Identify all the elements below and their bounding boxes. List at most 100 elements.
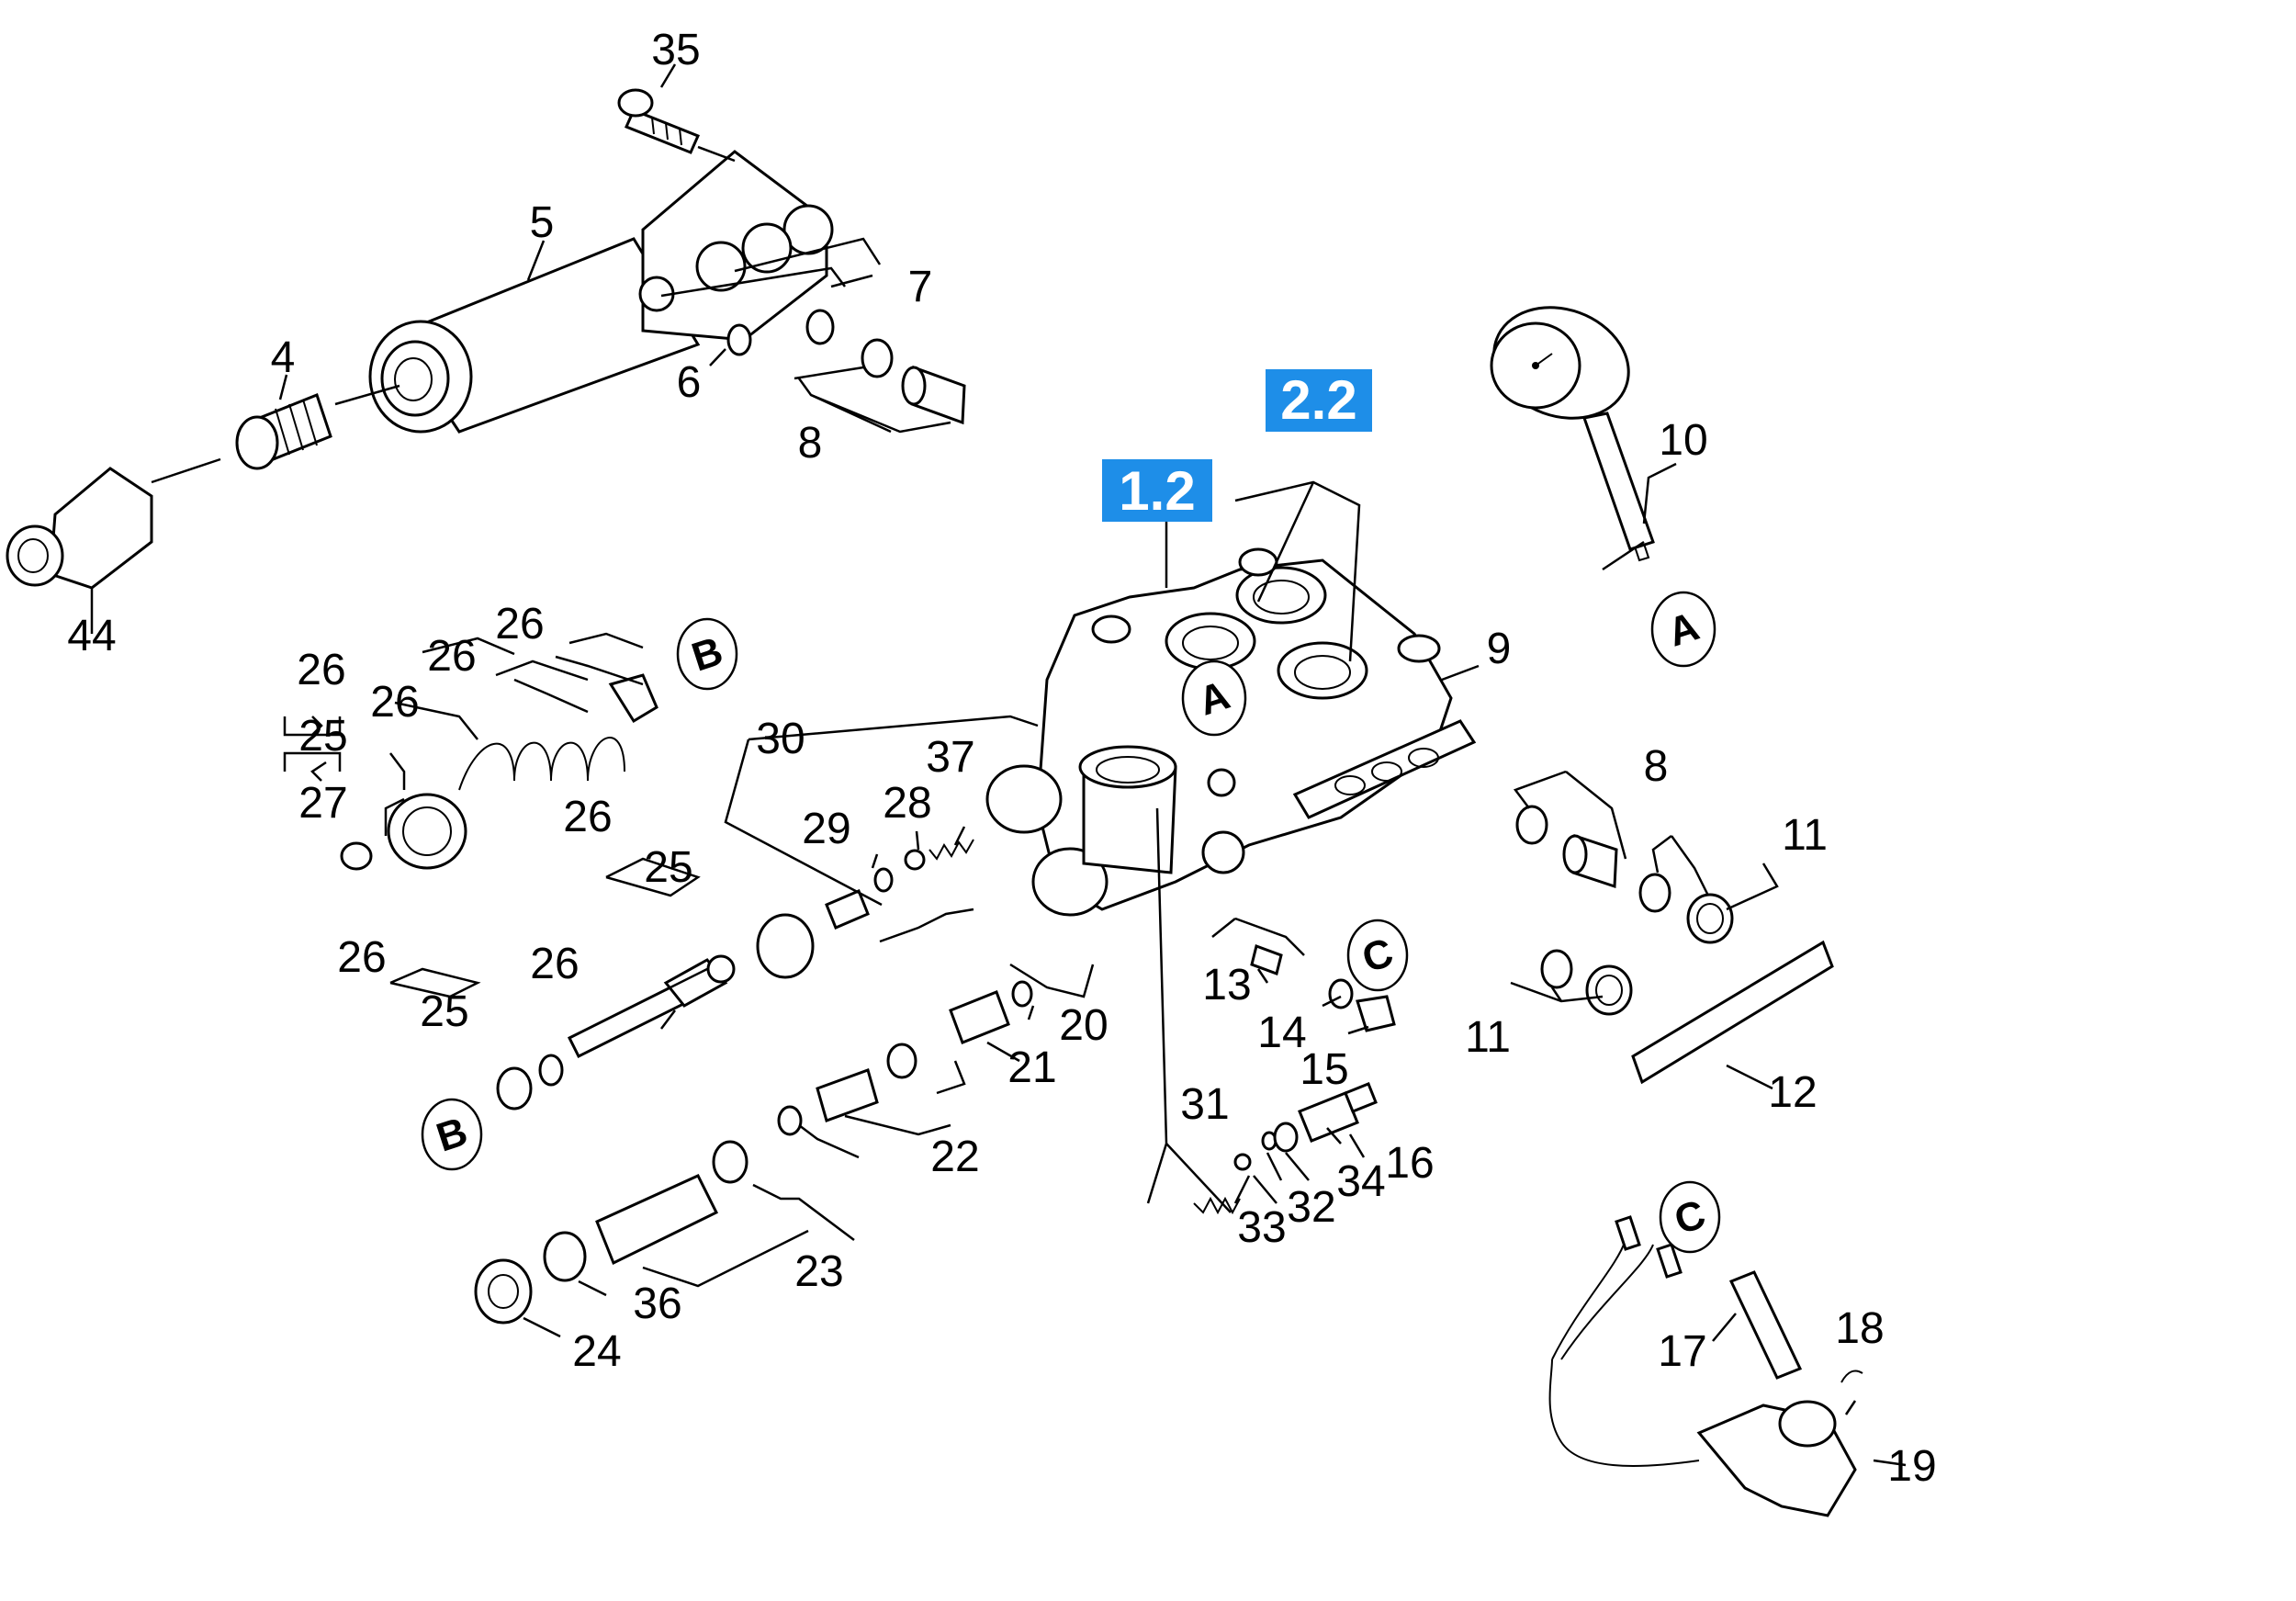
valve-22 xyxy=(816,1068,879,1122)
valve-29 xyxy=(825,889,870,930)
ref-marker-a-head: A xyxy=(1181,660,1247,737)
part-label: 30 xyxy=(756,715,805,763)
ref-marker-b-upper: B xyxy=(676,617,738,691)
part-label: 26 xyxy=(297,646,345,694)
plug-11-right xyxy=(1686,893,1734,944)
pressure-switch-part xyxy=(1548,1215,1863,1517)
valve-8-top xyxy=(901,365,966,425)
part-label: 27 xyxy=(298,779,347,828)
pin-13 xyxy=(1250,944,1283,975)
svg-text:2.2: 2.2 xyxy=(1280,369,1356,431)
valve-23 xyxy=(595,1174,719,1266)
valve-21 xyxy=(949,990,1010,1044)
unloader-spring-part xyxy=(340,673,658,871)
part-label: 22 xyxy=(930,1133,979,1181)
part-label: 6 xyxy=(677,358,702,407)
strip-12 xyxy=(1631,940,1834,1085)
o-ring-14 xyxy=(1328,978,1354,1009)
part-label: 8 xyxy=(1644,742,1669,791)
part-label: 18 xyxy=(1835,1304,1884,1353)
part-label: 25 xyxy=(298,712,347,761)
part-label: 9 xyxy=(1487,625,1512,673)
part-label: 20 xyxy=(1059,1001,1108,1050)
part-label: 11 xyxy=(1465,1013,1511,1062)
plug-11-lower xyxy=(1585,964,1633,1016)
part-label: 26 xyxy=(495,600,544,648)
part-label: 35 xyxy=(651,26,700,74)
part-label: 31 xyxy=(1180,1080,1229,1129)
ref-marker-c-head: C xyxy=(1346,919,1409,992)
o-ring-34 xyxy=(1273,1122,1299,1153)
part-label: 11 xyxy=(1782,811,1828,860)
o-ring-8-right xyxy=(1515,805,1548,845)
part-label: 29 xyxy=(802,805,850,853)
label-brackets xyxy=(283,632,701,998)
part-label: 33 xyxy=(1237,1203,1286,1252)
o-ring-11-lower xyxy=(1540,949,1573,989)
ref-marker-c-switch: C xyxy=(1659,1180,1721,1254)
part-label: 26 xyxy=(427,632,476,681)
o-ring-11-right xyxy=(1638,873,1671,913)
o-ring-8-top xyxy=(861,338,894,378)
ref-marker-a-gauge: A xyxy=(1650,591,1716,668)
pressure-gauge-part xyxy=(1490,306,1655,562)
ball-32 xyxy=(1233,1153,1252,1171)
part-label: 28 xyxy=(883,779,931,828)
plug-24 xyxy=(474,1258,533,1325)
part-label: 32 xyxy=(1287,1183,1335,1232)
part-label: 5 xyxy=(530,198,555,247)
coupling-part xyxy=(6,467,153,590)
part-label: 25 xyxy=(644,843,692,892)
part-label: 8 xyxy=(798,419,823,468)
valve-8-right xyxy=(1562,833,1618,889)
part-label: 4 xyxy=(271,333,296,382)
part-label: 34 xyxy=(1336,1157,1385,1206)
fitting-16 xyxy=(1298,1082,1378,1143)
ball-28 xyxy=(904,849,926,871)
screw-part xyxy=(617,88,701,154)
part-label: 25 xyxy=(420,987,468,1036)
o-ring-36 xyxy=(543,1231,587,1282)
ref-marker-b-lower: B xyxy=(421,1098,483,1171)
plug-15 xyxy=(1356,995,1396,1032)
part-label: 10 xyxy=(1659,416,1707,465)
part-label: 36 xyxy=(633,1280,681,1328)
o-ring-25 xyxy=(756,913,815,979)
part-label: 26 xyxy=(337,933,386,982)
leader-lines xyxy=(90,63,1907,1467)
part-label: 19 xyxy=(1887,1442,1936,1491)
part-label: 17 xyxy=(1658,1327,1706,1376)
part-label: 23 xyxy=(794,1247,843,1296)
part-label: 14 xyxy=(1257,1009,1306,1057)
part-label: 26 xyxy=(370,678,419,727)
part-label: 21 xyxy=(1007,1043,1056,1092)
o-ring-22a xyxy=(886,1043,917,1079)
o-ring-6 xyxy=(726,323,752,356)
part-label: 16 xyxy=(1385,1139,1434,1188)
o-ring-20 xyxy=(1011,980,1033,1008)
spring-37 xyxy=(929,839,974,861)
part-label: 26 xyxy=(563,793,612,841)
pump-head-part xyxy=(985,547,1477,917)
o-ring-29 xyxy=(873,867,894,893)
o-ring-23a xyxy=(712,1140,748,1184)
filter-part xyxy=(235,393,332,470)
svg-text:1.2: 1.2 xyxy=(1119,460,1195,522)
part-label: 24 xyxy=(572,1327,621,1376)
pipe-manifold-part xyxy=(368,150,834,434)
part-label: 37 xyxy=(926,733,974,782)
part-label: 15 xyxy=(1300,1045,1348,1094)
part-labels: 35 5 7 4 6 8 44 10 9 26 26 26 26 25 27 3… xyxy=(67,26,1936,1491)
part-label: 13 xyxy=(1202,961,1251,1009)
piston-rod-part xyxy=(496,954,736,1111)
part-label: 26 xyxy=(530,940,579,988)
part-label: 7 xyxy=(908,263,933,311)
section-badge-1-2[interactable]: 1.2 xyxy=(1102,459,1212,522)
o-ring-22b xyxy=(777,1105,803,1136)
section-badge-2-2[interactable]: 2.2 xyxy=(1266,369,1372,432)
part-label: 44 xyxy=(67,612,116,660)
part-label: 12 xyxy=(1768,1068,1817,1117)
o-ring-7 xyxy=(805,309,835,345)
spring-33 xyxy=(1193,1196,1241,1215)
